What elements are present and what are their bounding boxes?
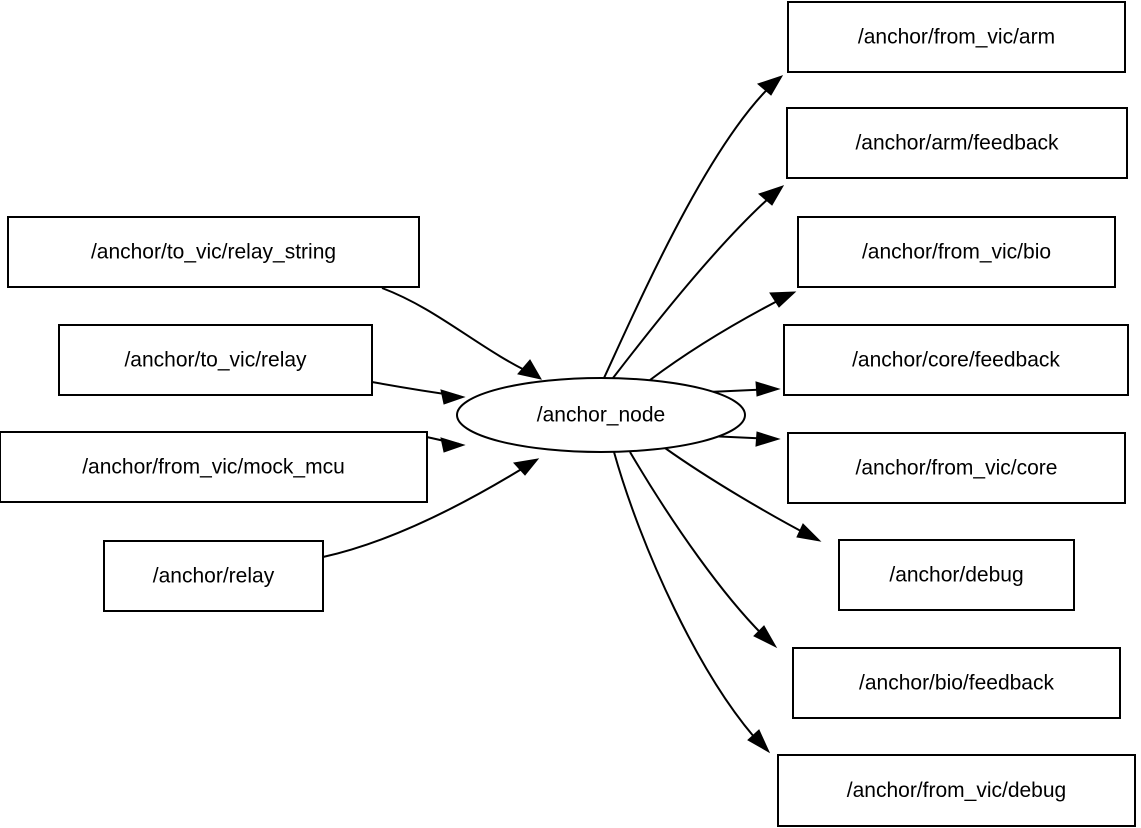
arrowhead-icon xyxy=(440,389,466,405)
subscriber-topic-node-from-vic-core[interactable]: /anchor/from_vic/core xyxy=(787,432,1126,504)
topic-box xyxy=(7,216,420,288)
arrowhead-icon xyxy=(440,437,466,453)
edge-line xyxy=(649,294,790,381)
arrowhead-icon xyxy=(517,359,542,380)
publisher-topic-node-to-vic-relay[interactable]: /anchor/to_vic/relay xyxy=(58,324,373,396)
topic-box xyxy=(792,647,1121,719)
edge-line xyxy=(613,451,765,749)
topic-label: /anchor/relay xyxy=(153,565,275,588)
topic-label: /anchor/from_vic/core xyxy=(856,457,1058,480)
graph-edge[interactable] xyxy=(649,291,797,381)
arrowhead-icon xyxy=(757,185,785,206)
topic-label: /anchor/bio/feedback xyxy=(859,672,1054,695)
edge-line xyxy=(629,451,772,644)
graph-edge[interactable] xyxy=(664,447,822,542)
edge-line xyxy=(612,189,779,379)
edge-line xyxy=(381,287,538,377)
arrowhead-icon xyxy=(769,291,797,308)
graph-edge[interactable] xyxy=(426,436,466,453)
arrowhead-icon xyxy=(747,729,771,754)
subscriber-topic-node-debug[interactable]: /anchor/debug xyxy=(838,539,1075,611)
topic-box xyxy=(797,216,1116,288)
center-node-anchor-node[interactable]: /anchor_node xyxy=(456,377,746,453)
topic-label: /anchor/core/feedback xyxy=(852,349,1060,372)
topic-label: /anchor/from_vic/bio xyxy=(862,241,1051,264)
arrowhead-icon xyxy=(756,75,784,96)
publisher-topic-node-from-vic-mock-mcu[interactable]: /anchor/from_vic/mock_mcu xyxy=(0,431,428,503)
topic-label: /anchor/from_vic/debug xyxy=(847,779,1066,802)
graph-edge[interactable] xyxy=(381,287,542,380)
arrowhead-icon xyxy=(753,625,778,649)
edge-line xyxy=(664,447,815,539)
edge-line xyxy=(322,461,534,558)
topic-box xyxy=(787,432,1126,504)
subscriber-topic-node-from-vic-debug[interactable]: /anchor/from_vic/debug xyxy=(777,754,1136,827)
edge-line xyxy=(603,79,778,379)
topic-label: /anchor/to_vic/relay xyxy=(124,349,307,372)
publisher-topic-node-to-vic-relay-string[interactable]: /anchor/to_vic/relay_string xyxy=(7,216,420,288)
topic-box xyxy=(783,324,1129,396)
arrowhead-icon xyxy=(796,523,822,542)
topic-label: /anchor/arm/feedback xyxy=(855,132,1059,155)
topic-label: /anchor/debug xyxy=(889,564,1023,587)
graph-edge[interactable] xyxy=(612,185,785,379)
graph-edge[interactable] xyxy=(322,458,540,558)
topic-box xyxy=(787,1,1126,73)
topic-box xyxy=(0,431,428,503)
arrowhead-icon xyxy=(755,381,781,397)
topic-label: /anchor/to_vic/relay_string xyxy=(91,241,336,264)
topic-box xyxy=(58,324,373,396)
topic-box xyxy=(103,540,324,612)
graph-edge[interactable] xyxy=(613,451,771,754)
node-ellipse xyxy=(456,377,746,453)
arrowhead-icon xyxy=(513,458,540,476)
topic-box xyxy=(777,754,1136,827)
graph-edge[interactable] xyxy=(603,75,784,379)
subscriber-topic-node-from-vic-bio[interactable]: /anchor/from_vic/bio xyxy=(797,216,1116,288)
edge-layer xyxy=(322,75,822,754)
graph-edge[interactable] xyxy=(371,381,466,405)
arrowhead-icon xyxy=(755,431,781,447)
topic-label: /anchor/from_vic/arm xyxy=(858,26,1055,49)
publisher-topic-node-relay[interactable]: /anchor/relay xyxy=(103,540,324,612)
center-node-label: /anchor_node xyxy=(537,404,665,427)
subscriber-topic-node-from-vic-arm[interactable]: /anchor/from_vic/arm xyxy=(787,1,1126,73)
topic-box xyxy=(838,539,1075,611)
graph-edge[interactable] xyxy=(629,451,778,649)
topic-label: /anchor/from_vic/mock_mcu xyxy=(82,456,345,479)
topic-box xyxy=(786,107,1128,179)
subscriber-topic-node-core-feedback[interactable]: /anchor/core/feedback xyxy=(783,324,1129,396)
subscriber-topic-node-arm-feedback[interactable]: /anchor/arm/feedback xyxy=(786,107,1128,179)
subscriber-topic-node-bio-feedback[interactable]: /anchor/bio/feedback xyxy=(792,647,1121,719)
